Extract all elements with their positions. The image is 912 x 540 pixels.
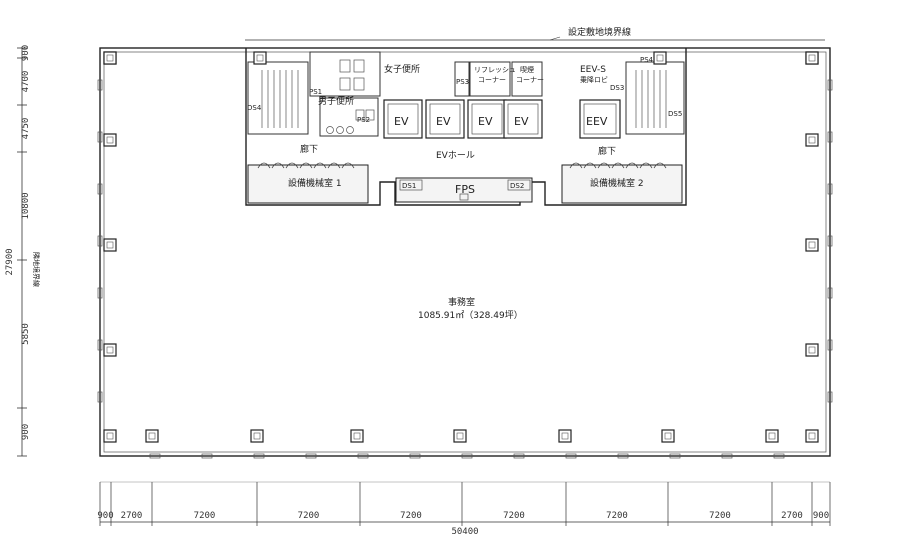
- dim-left-total: 27900: [5, 248, 15, 275]
- mens-toilet-label: 男子便所: [318, 95, 354, 107]
- dim-left-segment: 900: [21, 45, 31, 61]
- corridor-left-label: 廊下: [300, 143, 318, 155]
- equipment-room-1: [247, 164, 369, 204]
- emergency-elevator: [579, 99, 621, 139]
- column: [805, 343, 819, 357]
- stair-left: [247, 61, 309, 135]
- column: [103, 133, 117, 147]
- column: [103, 429, 117, 443]
- elevator-2-label: EV: [436, 115, 451, 128]
- column: [805, 51, 819, 65]
- womens-toilet-label: 女子便所: [384, 63, 420, 75]
- equipment-room-2: [561, 164, 683, 204]
- refresh-label-2: コーナー: [478, 76, 506, 84]
- dim-bottom-segment: 7200: [298, 511, 320, 521]
- dim-bottom-segment: 7200: [709, 511, 731, 521]
- column: [350, 429, 364, 443]
- dim-bottom-segment: 7200: [400, 511, 422, 521]
- column: [765, 429, 779, 443]
- dim-left-segment: 10800: [21, 192, 31, 219]
- ds3-label: DS3: [610, 84, 624, 92]
- dim-bottom-segment: 7200: [194, 511, 216, 521]
- ev-hall-label: EVホール: [436, 150, 475, 161]
- office-area-label: 1085.91㎡（328.49坪）: [418, 310, 523, 321]
- column: [661, 429, 675, 443]
- ps4-label: PS4: [640, 56, 654, 64]
- refresh-corner: [469, 61, 511, 97]
- column: [253, 51, 267, 65]
- eev-lobby-label: 乗降ロビ: [580, 75, 608, 84]
- adjacent-boundary-label: 隣地境界線: [32, 252, 41, 287]
- dim-bottom-segment: 900: [97, 511, 113, 521]
- dim-bottom-total: 50400: [451, 527, 478, 537]
- ds5-label: DS5: [668, 110, 682, 118]
- elevator-4: [503, 99, 543, 139]
- equipment-room-2-label: 設備機械室 2: [590, 177, 644, 189]
- elevator-4-label: EV: [514, 115, 529, 128]
- dim-left-segment: 5850: [21, 323, 31, 345]
- smoking-corner: [511, 61, 543, 97]
- core-outline: [245, 48, 687, 206]
- dim-bottom-segment: 2700: [781, 511, 803, 521]
- dim-left-segment: 4750: [21, 118, 31, 140]
- column: [103, 238, 117, 252]
- site-boundary-label: 設定敷地境界線: [568, 26, 631, 38]
- smoking-label-1: 喫煙: [520, 65, 534, 74]
- column: [805, 238, 819, 252]
- column: [558, 429, 572, 443]
- elevator-3-label: EV: [478, 115, 493, 128]
- column: [250, 429, 264, 443]
- elevator-3: [467, 99, 507, 139]
- fps-label: FPS: [455, 183, 475, 196]
- womens-toilet: [309, 51, 381, 97]
- elevator-1-label: EV: [394, 115, 409, 128]
- ds4-label: DS4: [247, 104, 262, 112]
- column: [653, 51, 667, 65]
- dim-bottom-segment: 7200: [503, 511, 525, 521]
- column: [103, 343, 117, 357]
- ps3-label: PS3: [456, 78, 469, 86]
- office-label: 事務室: [448, 296, 475, 308]
- refresh-label-1: リフレッシュ: [474, 66, 516, 74]
- ds2-label: DS2: [510, 182, 524, 190]
- ps3-shaft: [454, 61, 470, 97]
- smoking-label-2: コーナー: [516, 76, 544, 84]
- column: [453, 429, 467, 443]
- eev-label: EEV: [586, 115, 608, 128]
- column: [805, 133, 819, 147]
- corridor-right-label: 廊下: [598, 145, 616, 157]
- elevator-1: [383, 99, 423, 139]
- eev-s-label: EEV-S: [580, 65, 606, 75]
- column: [805, 429, 819, 443]
- dim-bottom-segment: 900: [813, 511, 829, 521]
- ps2-label: PS2: [357, 116, 370, 124]
- dim-left-segment: 900: [21, 424, 31, 440]
- elevator-2: [425, 99, 465, 139]
- column: [103, 51, 117, 65]
- column: [145, 429, 159, 443]
- dim-left-segment: 4700: [21, 71, 31, 93]
- building-outline: [99, 47, 831, 457]
- ds1-label: DS1: [402, 182, 416, 190]
- stair-right: [625, 61, 685, 135]
- equipment-room-1-label: 設備機械室 1: [288, 177, 342, 189]
- mens-toilet: [319, 97, 379, 137]
- ps1-label: PS1: [309, 88, 322, 96]
- dim-bottom-segment: 7200: [606, 511, 628, 521]
- dim-bottom-segment: 2700: [121, 511, 143, 521]
